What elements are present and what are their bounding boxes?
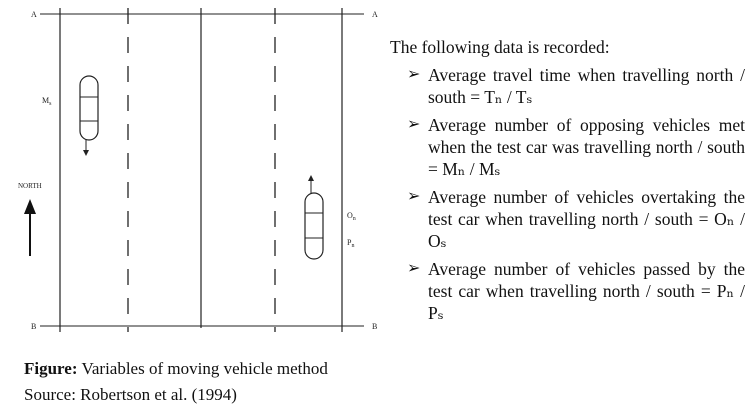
list-item-text: Average number of vehicles overtaking th… — [428, 187, 745, 251]
road-diagram: A A B B Ms On Pn NORTH — [18, 8, 378, 332]
list-item: ➢ Average travel time when travelling nor… — [390, 64, 745, 108]
list-item-text: Average travel time when travelling nort… — [428, 65, 745, 107]
north-arrow — [24, 199, 36, 256]
point-b-left-label: B — [31, 322, 36, 331]
arrow-bullet-icon: ➢ — [407, 116, 421, 133]
figure-text: Variables of moving vehicle method — [81, 359, 328, 378]
list-item-text: Average number of vehicles passed by the… — [428, 259, 745, 323]
list-item: ➢ Average number of vehicles overtaking t… — [390, 186, 745, 252]
figure-prefix: Figure: — [24, 359, 78, 378]
arrow-bullet-icon: ➢ — [407, 260, 421, 277]
m-label: Ms — [42, 96, 52, 107]
figure-source: Source: Robertson et al. (1994) — [24, 385, 237, 404]
point-a-left-label: A — [31, 10, 37, 19]
p-label: Pn — [347, 238, 354, 249]
recorded-data-panel: The following data is recorded: ➢ Average… — [390, 36, 745, 330]
list-item-text: Average number of opposing vehicles met … — [428, 115, 745, 179]
figure-title: Figure: Variables of moving vehicle meth… — [24, 356, 328, 382]
north-label: NORTH — [18, 182, 42, 190]
point-a-right-label: A — [372, 10, 378, 19]
arrow-bullet-icon: ➢ — [407, 188, 421, 205]
arrow-bullet-icon: ➢ — [407, 66, 421, 83]
point-b-right-label: B — [372, 322, 377, 331]
northbound-test-car — [304, 175, 324, 260]
panel-intro: The following data is recorded: — [390, 37, 610, 57]
list-item: ➢ Average number of opposing vehicles met… — [390, 114, 745, 180]
southbound-test-car — [79, 75, 99, 156]
figure-caption: Figure: Variables of moving vehicle meth… — [24, 356, 328, 408]
recorded-data-list: ➢ Average travel time when travelling nor… — [390, 64, 745, 324]
list-item: ➢ Average number of vehicles passed by th… — [390, 258, 745, 324]
o-label: On — [347, 211, 356, 222]
